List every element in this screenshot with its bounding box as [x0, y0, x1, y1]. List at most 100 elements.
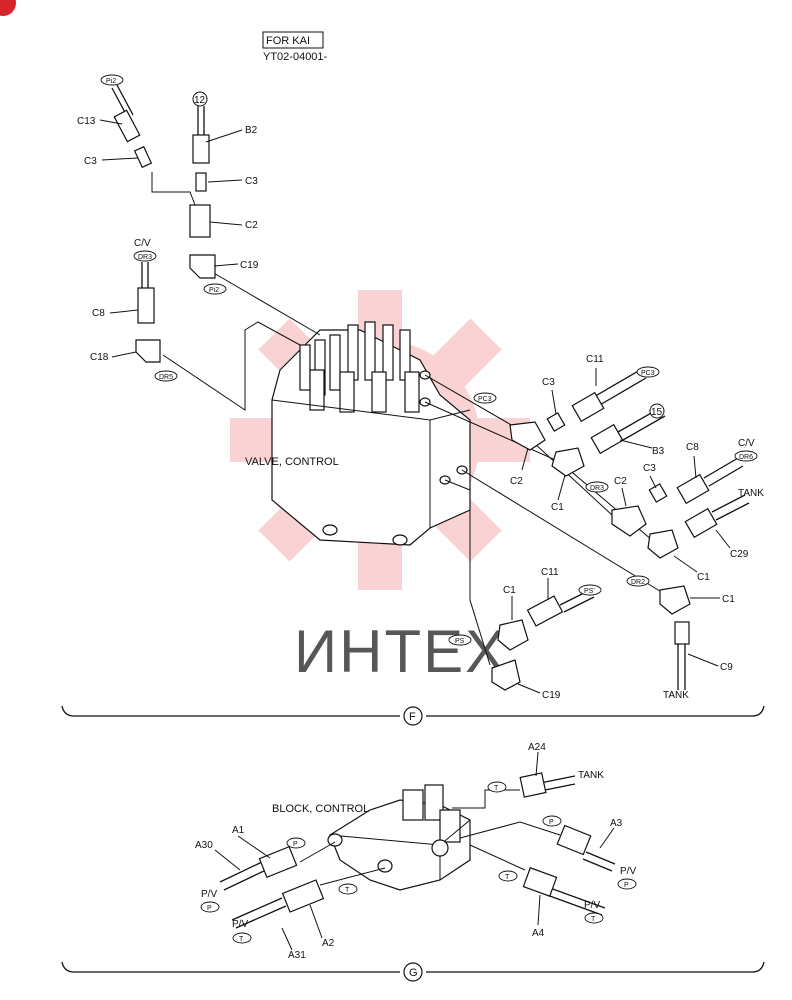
- port-tag-t2: T: [338, 883, 358, 895]
- svg-text:15: 15: [651, 407, 663, 418]
- label-a3: A3: [610, 818, 623, 829]
- label-b3: B3: [652, 446, 665, 457]
- port-tag-p2: P: [286, 837, 306, 849]
- svg-text:PC3: PC3: [641, 370, 655, 377]
- label-c8a: C8: [92, 308, 105, 319]
- section-g-marker: G: [409, 967, 418, 979]
- label-c11a: C11: [586, 354, 604, 365]
- svg-text:T: T: [591, 916, 596, 923]
- port-tag-pc3b: PC3: [636, 366, 660, 378]
- label-pv2: P/V: [201, 889, 217, 900]
- svg-text:P: P: [549, 819, 554, 826]
- label-a31: A31: [288, 950, 306, 961]
- label-tank-g: TANK: [578, 770, 604, 781]
- svg-text:T: T: [505, 874, 510, 881]
- svg-text:DR3: DR3: [590, 485, 604, 492]
- label-c1c: C1: [722, 594, 735, 605]
- svg-text:12: 12: [194, 95, 206, 106]
- label-pv4: P/V: [232, 919, 248, 930]
- port-tag-p4: P: [200, 901, 220, 913]
- label-c9: C9: [720, 662, 733, 673]
- svg-text:P: P: [207, 905, 212, 912]
- connection-lines-g: [299, 789, 561, 886]
- label-a1: A1: [232, 825, 245, 836]
- label-c2c: C2: [614, 476, 627, 487]
- label-c2b: C2: [510, 476, 523, 487]
- label-c29: C29: [730, 549, 749, 560]
- right-fittings: [491, 369, 750, 691]
- port-tag-ps1: PS': [578, 584, 602, 596]
- label-c3d: C3: [643, 463, 656, 474]
- hose-c13-assembly: [111, 84, 153, 169]
- port-tag-t5: T: [232, 932, 252, 944]
- svg-text:PS': PS': [584, 588, 595, 595]
- control-block-body: [327, 784, 471, 891]
- variant-label: FOR KAI: [266, 35, 310, 47]
- label-cv1: C/V: [134, 238, 151, 249]
- svg-text:DR2: DR2: [631, 579, 645, 586]
- hose-b2-assembly: [189, 106, 216, 279]
- section-f-bracket: F: [61, 705, 765, 726]
- control-block-label: BLOCK, CONTROL: [272, 803, 369, 815]
- port-tag-t1: T: [487, 781, 507, 793]
- label-pv3: P/V: [584, 900, 600, 911]
- section-g-bracket: G: [61, 961, 765, 982]
- svg-text:P: P: [293, 841, 298, 848]
- svg-text:PC3: PC3: [478, 396, 492, 403]
- corner-badge: [0, 0, 16, 16]
- port-tag-p1: P: [542, 815, 562, 827]
- control-valve-body: [271, 321, 471, 546]
- svg-text:Pi2: Pi2: [209, 287, 219, 294]
- section-f-marker: F: [409, 711, 416, 723]
- variant-box: [262, 31, 324, 49]
- watermark-text: ИНТЕХ: [294, 618, 507, 685]
- label-pv1: P/V: [620, 866, 636, 877]
- svg-text:PS: PS: [455, 638, 465, 645]
- port-tag-dr2: DR2: [626, 575, 650, 587]
- label-cv2: C/V: [738, 438, 755, 449]
- control-valve-label: VALVE, CONTROL: [245, 456, 339, 468]
- svg-text:DR3: DR3: [138, 254, 152, 261]
- leader-lines-g: [214, 751, 615, 951]
- port-tag-pi2b: Pi2: [203, 283, 227, 295]
- label-c1a: C1: [551, 502, 564, 513]
- serial-range: YT02-04001-: [263, 51, 328, 63]
- svg-text:DR6: DR6: [739, 454, 753, 461]
- svg-text:Pi2: Pi2: [106, 78, 116, 85]
- svg-text:T: T: [345, 887, 350, 894]
- port-tag-dr3a: DR3: [133, 250, 157, 262]
- port-tag-dr5: DR5: [154, 370, 178, 382]
- circled-number-12: 12: [192, 91, 208, 107]
- port-tag-dr6: DR6: [734, 450, 758, 462]
- label-c1b: C1: [697, 572, 710, 583]
- label-c11b: C11: [541, 567, 559, 578]
- label-c3c: C3: [542, 377, 555, 388]
- svg-text:DR5: DR5: [159, 374, 173, 381]
- label-c3b: C3: [245, 176, 258, 187]
- circled-number-15: 15: [649, 403, 665, 419]
- label-c18: C18: [90, 352, 109, 363]
- leader-lines-f: [99, 119, 731, 694]
- label-a2: A2: [322, 938, 335, 949]
- svg-text:T: T: [239, 936, 244, 943]
- port-tag-t3: T: [498, 870, 518, 882]
- label-c13: C13: [77, 116, 96, 127]
- label-a30: A30: [195, 840, 213, 851]
- label-c2a: C2: [245, 220, 258, 231]
- port-tag-ps2: PS: [448, 634, 472, 646]
- hose-c8-assembly: [135, 262, 161, 363]
- port-tag-dr3b: DR3: [585, 481, 609, 493]
- label-c8b: C8: [686, 442, 699, 453]
- block-hoses: [219, 772, 616, 929]
- label-a24: A24: [528, 742, 546, 753]
- port-tag-t4: T: [584, 912, 604, 924]
- label-b2: B2: [245, 125, 258, 136]
- label-c19b: C19: [542, 690, 561, 701]
- label-c19a: C19: [240, 260, 259, 271]
- label-tank2: TANK: [663, 690, 689, 701]
- svg-text:P: P: [624, 882, 629, 889]
- port-tag-pi2a: Pi2: [100, 74, 124, 86]
- svg-text:T: T: [494, 785, 499, 792]
- label-a4: A4: [532, 928, 545, 939]
